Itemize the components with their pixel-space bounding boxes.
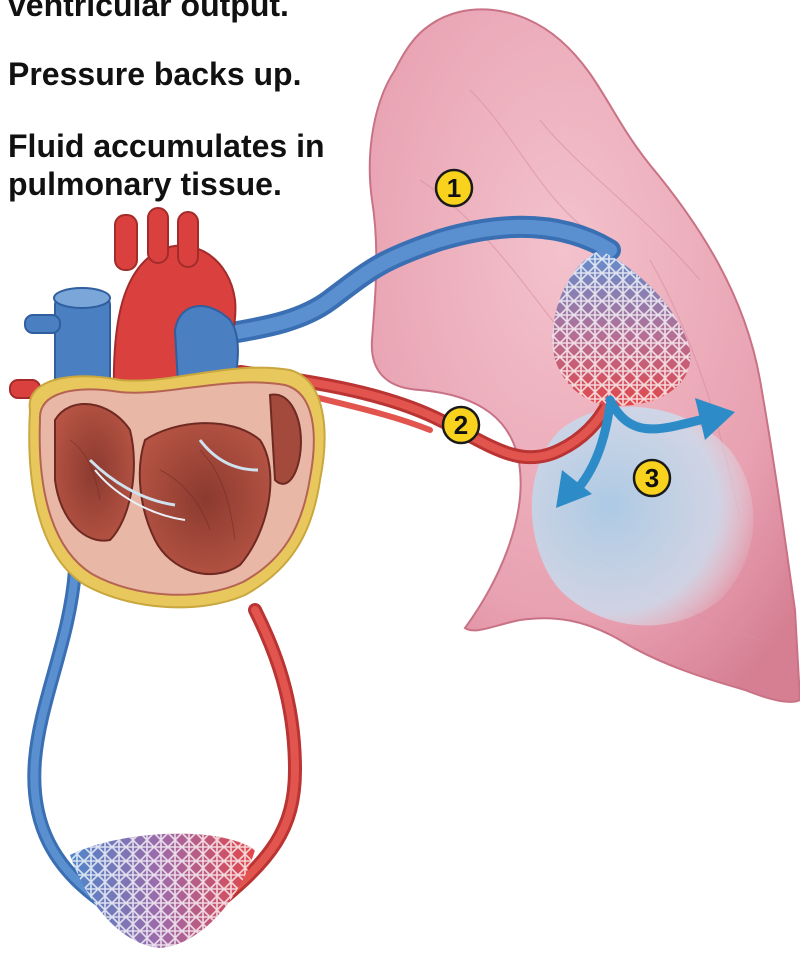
caption-step-2: Pressure backs up.	[8, 55, 301, 93]
marker-1: 1	[436, 170, 472, 206]
marker-3: 3	[634, 460, 670, 496]
marker-3-label: 3	[645, 463, 659, 493]
marker-2-label: 2	[454, 410, 468, 440]
heart	[10, 208, 325, 607]
caption-step-1: ventricular output.	[8, 0, 289, 24]
marker-2: 2	[443, 407, 479, 443]
marker-1-label: 1	[447, 173, 461, 203]
systemic-capillary-bed	[70, 834, 255, 948]
caption-step-3: Fluid accumulates in pulmonary tissue.	[8, 127, 398, 203]
